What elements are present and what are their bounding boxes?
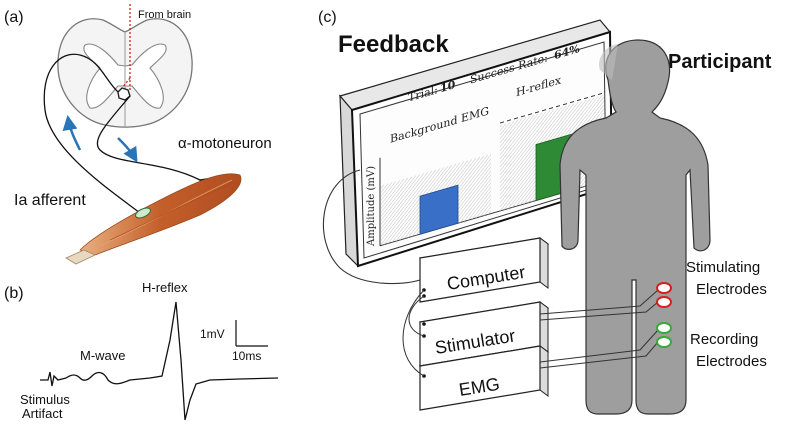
- monitor-cable: [322, 169, 421, 285]
- bg-emg-bar: [419, 184, 459, 235]
- artifact-label: Artifact: [22, 406, 63, 421]
- computer-box: Computer: [418, 237, 550, 303]
- feedback-title: Feedback: [338, 31, 449, 58]
- emg-box: EMG: [418, 345, 550, 411]
- cable-computer-stimulator: [408, 295, 425, 337]
- stimulating-electrode-1: [656, 282, 672, 294]
- ia-afferent-label: Ia afferent: [14, 192, 86, 209]
- cable-computer-emg: [402, 289, 425, 377]
- scale-time-label: 10ms: [232, 349, 261, 363]
- h-reflex-label: H-reflex: [142, 280, 188, 295]
- stimulating-label-line1: Stimulating: [686, 259, 760, 276]
- recording-electrode-2: [656, 336, 672, 348]
- h-reflex-threshold-line: [500, 92, 604, 124]
- stimulator-box: Stimulator: [418, 301, 550, 367]
- stimulating-label-line2: Electrodes: [696, 281, 767, 298]
- spinal-cord-section: [57, 18, 193, 128]
- recording-label-line1: Recording: [690, 331, 758, 348]
- panel-c-label: (c): [318, 9, 337, 26]
- electrode-cables: [539, 289, 659, 369]
- participant-title: Participant: [668, 51, 772, 73]
- recording-label-line2: Electrodes: [696, 353, 767, 370]
- panel-c: (c) Feedback Participant Trial: 10 Succe…: [318, 9, 772, 415]
- panel-b: (b) H-reflex M-wave Stimulus Artifact 1m…: [4, 280, 279, 421]
- efferent-direction-arrow: [117, 137, 138, 163]
- stimulating-electrode-2: [656, 296, 672, 308]
- motoneuron-axon: [96, 95, 206, 186]
- recording-electrode-1: [656, 322, 672, 334]
- m-wave-label: M-wave: [80, 348, 126, 363]
- from-brain-label: From brain: [138, 9, 191, 21]
- emg-trace: [40, 301, 279, 421]
- afferent-direction-arrow: [62, 115, 82, 151]
- stimulus-label: Stimulus: [20, 392, 70, 407]
- ia-afferent-fiber: [43, 53, 141, 214]
- trial-value: 10: [440, 77, 455, 95]
- participant-figure: [559, 39, 711, 415]
- motoneuron-label: α-motoneuron: [178, 135, 272, 152]
- muscle-illustration: [65, 173, 242, 265]
- panel-a: (a) From brain: [4, 4, 272, 265]
- amplitude-axis-label: Amplitude (mV): [366, 166, 377, 247]
- panel-b-label: (b): [4, 285, 24, 302]
- panel-a-label: (a): [4, 9, 24, 26]
- scale-amplitude-label: 1mV: [200, 327, 225, 341]
